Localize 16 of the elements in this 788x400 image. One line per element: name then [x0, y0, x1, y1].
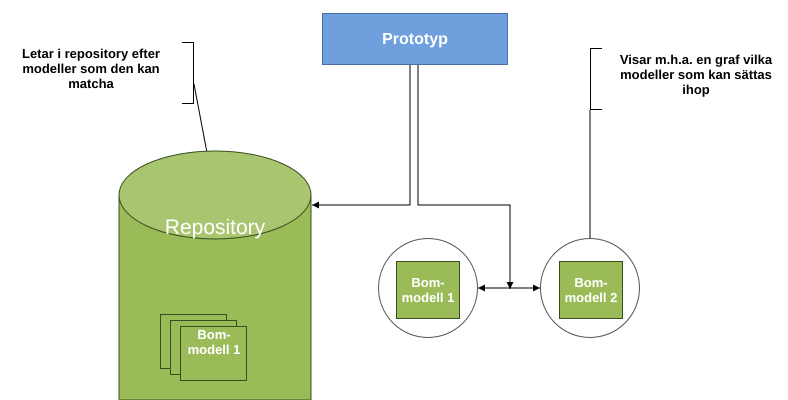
callout-label: Letar i repository efter modeller som den kan matcha	[21, 46, 161, 91]
process-box	[322, 13, 508, 65]
arrow	[418, 64, 514, 290]
arrow	[312, 64, 410, 208]
leader-line	[194, 84, 208, 152]
model-box	[396, 261, 460, 319]
callout-label: Visar m.h.a. en graf vilka modeller som kan sättas ihop	[618, 52, 774, 97]
stacked-model-box	[160, 314, 248, 382]
node-label: Bom-modell 1	[400, 275, 456, 305]
arrow	[478, 284, 540, 292]
database-cylinder	[118, 150, 312, 400]
node-label: Prototyp	[382, 32, 448, 46]
node-label: Bom-modell 2	[564, 275, 618, 305]
model-box	[559, 261, 623, 319]
database-label: Repository	[164, 216, 266, 240]
node-label: Bom-modell 1	[186, 327, 242, 357]
